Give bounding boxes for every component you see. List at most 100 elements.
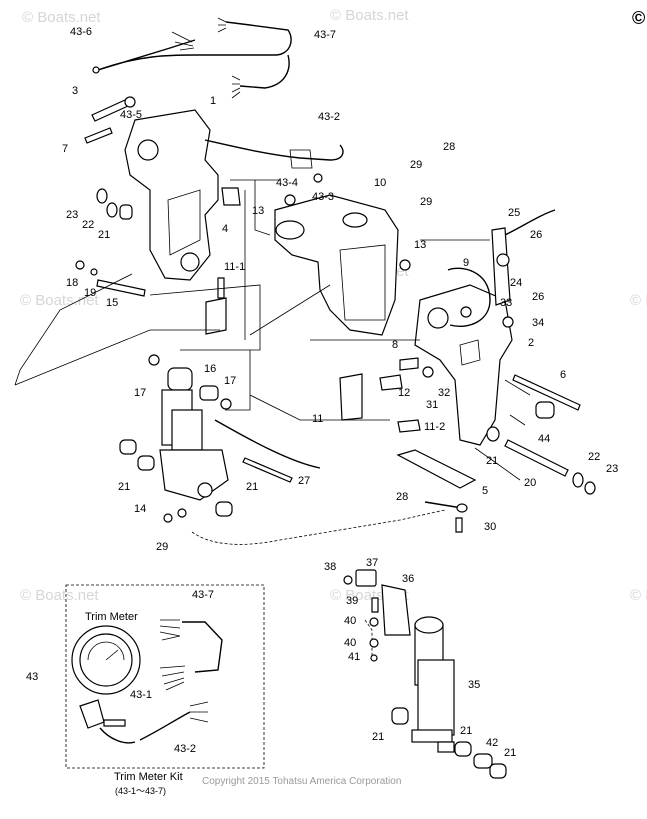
collar-17-left <box>148 354 160 366</box>
stopper-5 <box>396 449 477 489</box>
callout-15: 15 <box>106 297 118 309</box>
callout-29-a: 29 <box>410 159 422 171</box>
bushing-4 <box>221 187 241 206</box>
callout-11-2: 11-2 <box>424 421 445 433</box>
callout-31: 31 <box>426 399 438 411</box>
callout-21-e: 21 <box>372 731 384 743</box>
wire-25 <box>504 209 556 236</box>
trim-meter-kit <box>65 584 265 769</box>
collar-17 <box>220 398 232 410</box>
callout-8: 8 <box>392 339 398 351</box>
trim-cylinder-35 <box>411 616 455 753</box>
washer-31 <box>422 366 434 378</box>
callout-40-b: 40 <box>344 637 356 649</box>
plate-25 <box>491 227 511 306</box>
pin-11-2 <box>397 419 421 433</box>
rod-20 <box>504 439 569 477</box>
callout-9: 9 <box>463 257 469 269</box>
bracket-11-1 <box>205 297 227 335</box>
bushing-21-e <box>454 741 472 757</box>
callout-30: 30 <box>484 521 496 533</box>
bushing-21-b <box>137 455 155 471</box>
wire-9 <box>447 267 491 327</box>
bushing-16 <box>199 385 219 401</box>
bracket-36 <box>381 584 411 636</box>
callout-35: 35 <box>468 679 480 691</box>
callout-20: 20 <box>524 477 536 489</box>
callout-2: 2 <box>528 337 534 349</box>
callout-13-b: 13 <box>414 239 426 251</box>
plate-11 <box>339 373 363 421</box>
screw-38 <box>343 575 353 585</box>
bolt-8 <box>399 357 419 371</box>
corner-copyright-mark: © <box>632 8 645 28</box>
callout-21-f: 21 <box>460 725 472 737</box>
callout-23-left: 23 <box>66 209 78 221</box>
rod-6 <box>512 374 581 411</box>
callout-12: 12 <box>398 387 410 399</box>
callout-3: 3 <box>72 85 78 97</box>
callout-43: 43 <box>26 671 38 683</box>
bolt-15 <box>96 279 146 297</box>
callout-17-a: 17 <box>134 387 146 399</box>
callout-11: 11 <box>312 413 323 425</box>
dashed-leaders <box>191 509 446 660</box>
callout-22-left: 22 <box>82 219 94 231</box>
callout-32: 32 <box>438 387 450 399</box>
callout-43-7: 43-7 <box>314 29 336 41</box>
bolt-12 <box>379 374 403 391</box>
bushing-42 <box>473 753 493 769</box>
plate-37 <box>355 569 377 587</box>
callout-43-3: 43-3 <box>312 191 334 203</box>
callout-21-d: 21 <box>246 481 258 493</box>
callout-43-2: 43-2 <box>318 111 340 123</box>
screw-30 <box>455 517 463 533</box>
sensor-24 <box>496 253 510 267</box>
callout-17-b: 17 <box>224 375 236 387</box>
callout-44: 44 <box>538 433 550 445</box>
callout-43-7-kit: 43-7 <box>192 589 214 601</box>
tilt-motor-14 <box>159 367 229 501</box>
callout-7: 7 <box>62 143 68 155</box>
copyright-text: Copyright 2015 Tohatsu America Corporati… <box>202 776 401 787</box>
pin-7 <box>84 127 113 144</box>
bushing-21-right <box>486 426 500 442</box>
harness-43-7-kit <box>182 621 223 673</box>
motor-wire <box>214 419 321 469</box>
callout-37: 37 <box>366 557 378 569</box>
washer-29 <box>177 508 187 518</box>
harness-43-7-top <box>92 17 292 99</box>
trim-meter-label: Trim Meter <box>85 611 138 623</box>
watermark-8: © Boats.net <box>630 587 647 604</box>
bushing-44 <box>535 401 555 419</box>
callout-23-right: 23 <box>606 463 618 475</box>
bushing-21-c <box>215 501 233 517</box>
callout-26-a: 26 <box>530 229 542 241</box>
callout-10: 10 <box>374 177 386 189</box>
callout-28-lower: 28 <box>396 491 408 503</box>
tie-27 <box>242 457 293 483</box>
callout-24: 24 <box>510 277 522 289</box>
callout-43-1: 43-1 <box>130 689 152 701</box>
callout-13-a: 13 <box>252 205 264 217</box>
swivel-bracket-10 <box>274 194 411 336</box>
screw-43-3 <box>313 173 323 183</box>
callout-19: 19 <box>84 287 96 299</box>
callout-11-1: 11-1 <box>224 261 245 273</box>
callout-38: 38 <box>324 561 336 573</box>
washer-22-right <box>572 472 584 488</box>
nut-23-right <box>584 481 596 495</box>
callout-34: 34 <box>532 317 544 329</box>
callout-5: 5 <box>482 485 488 497</box>
nut-34 <box>502 316 514 328</box>
callout-21-c: 21 <box>118 481 130 493</box>
callout-43-6: 43-6 <box>70 26 92 38</box>
kit-title: Trim Meter Kit <box>114 771 183 783</box>
callout-25: 25 <box>508 207 520 219</box>
terminal-28 <box>456 503 468 513</box>
nut-18 <box>75 260 85 270</box>
wire-43-2-kit <box>139 711 191 741</box>
screw-29 <box>163 513 173 523</box>
callout-21-a: 21 <box>98 229 110 241</box>
callout-43-2-kit: 43-2 <box>174 743 196 755</box>
